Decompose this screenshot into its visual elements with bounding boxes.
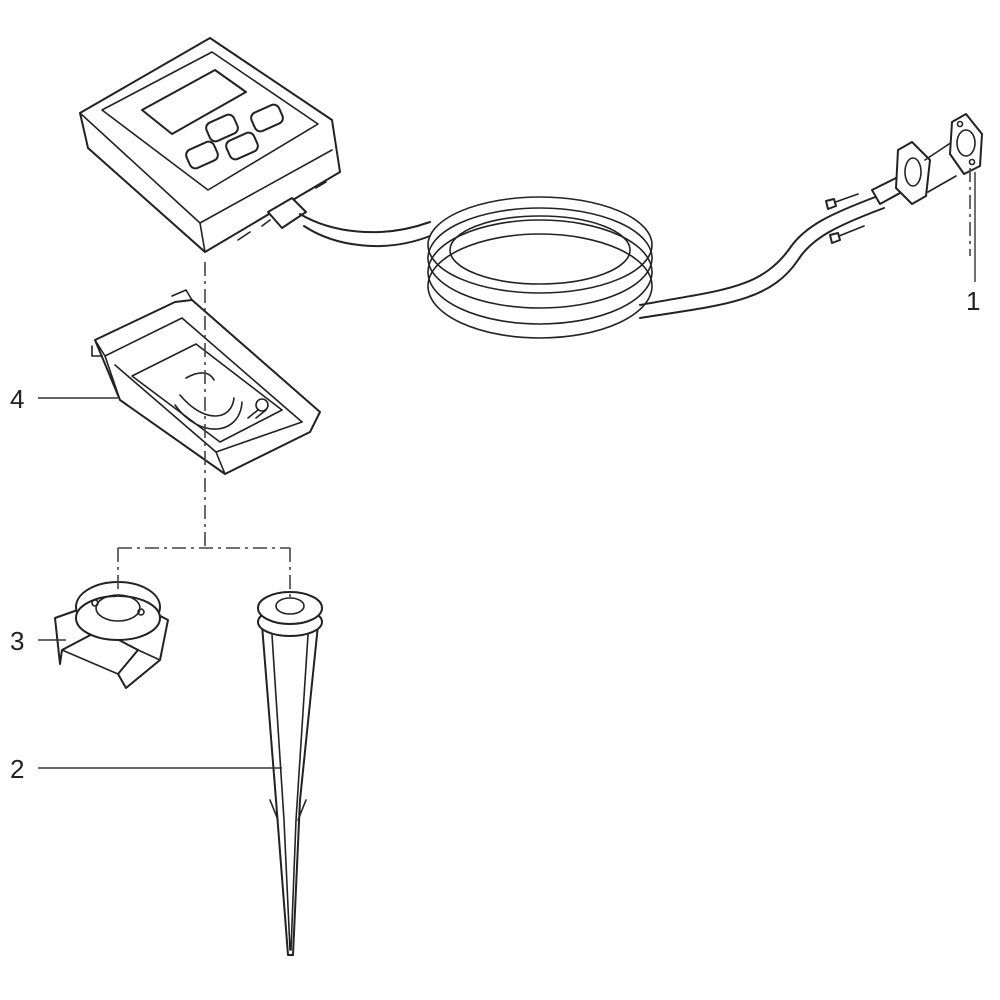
callout-4: 4 — [10, 384, 24, 414]
sensor-connector — [825, 113, 983, 244]
screw-upper — [825, 193, 859, 210]
control-unit-buttons — [185, 103, 284, 170]
callout-2: 2 — [10, 754, 24, 784]
callout-leaders — [38, 172, 976, 769]
screw-lower — [829, 225, 865, 244]
callout-3: 3 — [10, 626, 24, 656]
cable-strain-relief — [267, 197, 307, 229]
ground-clip — [54, 581, 169, 689]
callout-1: 1 — [966, 286, 980, 316]
bracket-keyhole — [247, 398, 269, 419]
control-unit — [79, 37, 341, 253]
holder-bracket — [91, 289, 321, 475]
sensor-plate — [949, 113, 983, 175]
ground-spike — [257, 591, 323, 956]
control-unit-display — [141, 69, 247, 135]
assembly-axis — [117, 168, 971, 600]
coiled-cable — [299, 195, 885, 339]
